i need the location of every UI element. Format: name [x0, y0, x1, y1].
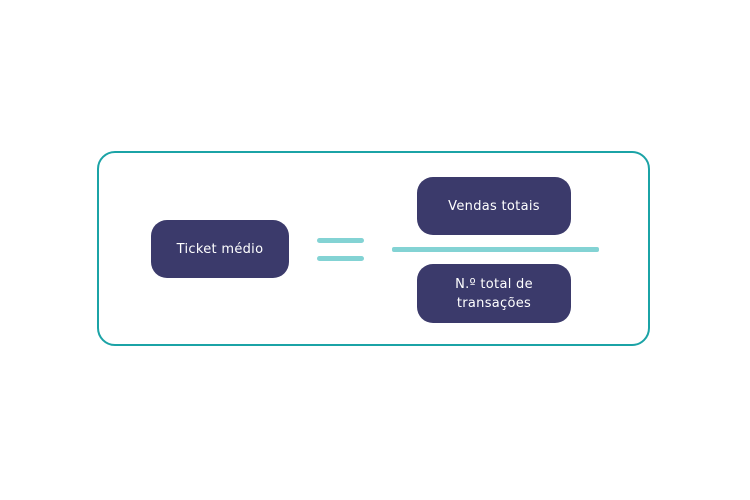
- equals-sign-bottom-bar: [317, 256, 364, 261]
- equals-sign-top-bar: [317, 238, 364, 243]
- ticket-medio-box: Ticket médio: [151, 220, 289, 278]
- fraction-bar: [392, 247, 599, 252]
- numerator-box: Vendas totais: [417, 177, 571, 235]
- denominator-box: N.º total de transações: [417, 264, 571, 323]
